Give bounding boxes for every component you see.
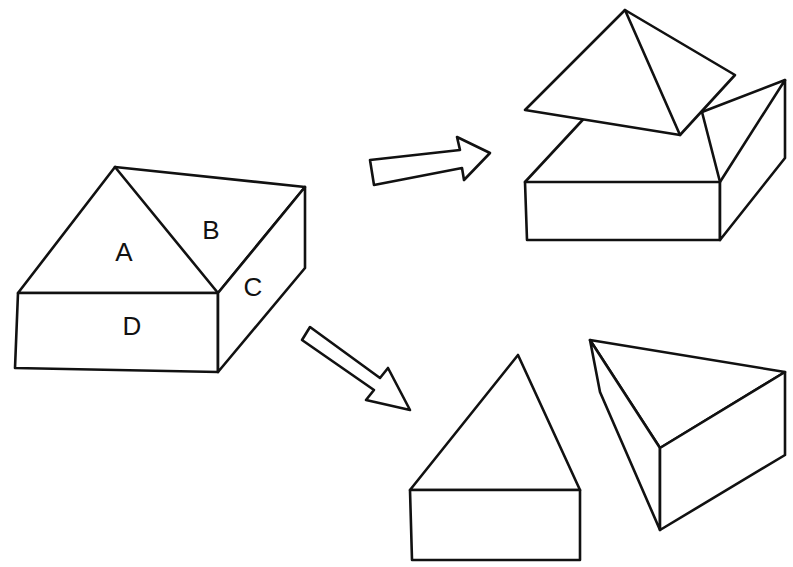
face-label: C [244, 274, 263, 300]
face-label: A [115, 239, 132, 265]
face-label: D [123, 313, 142, 339]
face-label: B [202, 217, 219, 243]
